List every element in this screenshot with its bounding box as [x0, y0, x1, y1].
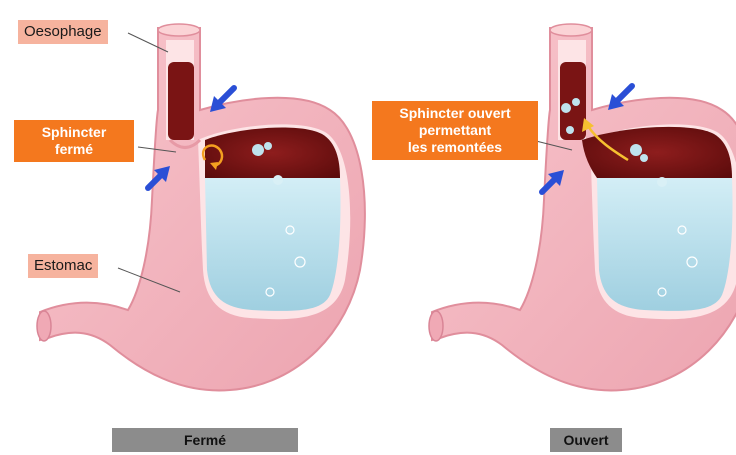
bubble-icon [566, 126, 574, 134]
bubble-icon [630, 144, 642, 156]
gastric-acid [205, 178, 341, 311]
gastric-acid [597, 178, 733, 311]
stomach-open [429, 24, 736, 390]
bubble-icon [264, 142, 272, 150]
bubble-icon [252, 144, 264, 156]
label-oesophage: Oesophage [18, 20, 108, 44]
stomach-closed [37, 24, 365, 390]
bubble-icon [640, 154, 648, 162]
food-region [582, 127, 732, 178]
bubble-icon [561, 103, 571, 113]
oesophagus-lumen [168, 62, 194, 140]
bubble-icon [572, 98, 580, 106]
label-line: Sphincter ouvert [378, 105, 532, 122]
bubble-icon [273, 175, 283, 185]
label-line: permettant [378, 122, 532, 139]
label-sphincter-ouvert: Sphincter ouvert permettant les remontée… [372, 101, 538, 160]
label-estomac: Estomac [28, 254, 98, 278]
label-sphincter-ferme: Sphincter fermé [14, 120, 134, 162]
bubble-icon [657, 177, 667, 187]
caption-ouvert: Ouvert [550, 428, 622, 452]
label-line: les remontées [378, 139, 532, 156]
caption-ferme: Fermé [112, 428, 298, 452]
food-region [205, 127, 340, 178]
label-line: fermé [20, 141, 128, 158]
label-line: Sphincter [20, 124, 128, 141]
